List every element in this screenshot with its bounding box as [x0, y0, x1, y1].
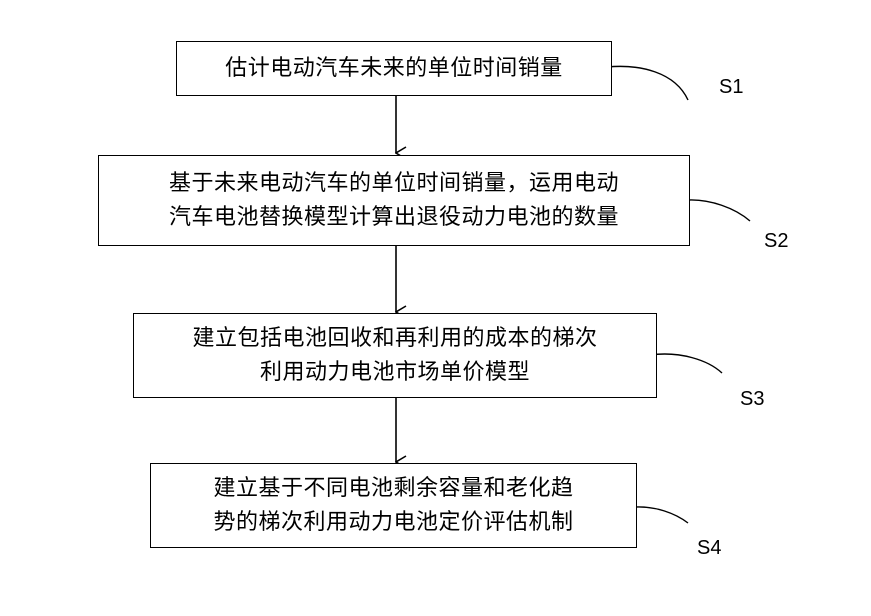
step-s2-box: 基于未来电动汽车的单位时间销量，运用电动 汽车电池替换模型计算出退役动力电池的数… [98, 155, 690, 246]
step-s1-label: S1 [719, 76, 744, 98]
step-s4-box: 建立基于不同电池剩余容量和老化趋 势的梯次利用动力电池定价评估机制 [150, 463, 637, 548]
leader-line-s2 [687, 199, 751, 222]
step-s4-text: 建立基于不同电池剩余容量和老化趋 势的梯次利用动力电池定价评估机制 [213, 475, 574, 535]
step-s1-text: 估计电动汽车未来的单位时间销量 [225, 55, 563, 81]
step-s1-box: 估计电动汽车未来的单位时间销量 [176, 41, 612, 96]
leader-line-s3 [649, 353, 723, 374]
step-s3-label: S3 [740, 388, 765, 410]
step-s3-text: 建立包括电池回收和再利用的成本的梯次 利用动力电池市场单价模型 [192, 325, 598, 385]
step-s2-text: 基于未来电动汽车的单位时间销量，运用电动 汽车电池替换模型计算出退役动力电池的数… [168, 170, 619, 230]
step-s3-box: 建立包括电池回收和再利用的成本的梯次 利用动力电池市场单价模型 [133, 313, 657, 398]
leader-line-s1 [606, 65, 689, 101]
leader-line-s4 [634, 506, 689, 524]
step-s4-label: S4 [697, 537, 722, 559]
step-s2-label: S2 [764, 230, 789, 252]
